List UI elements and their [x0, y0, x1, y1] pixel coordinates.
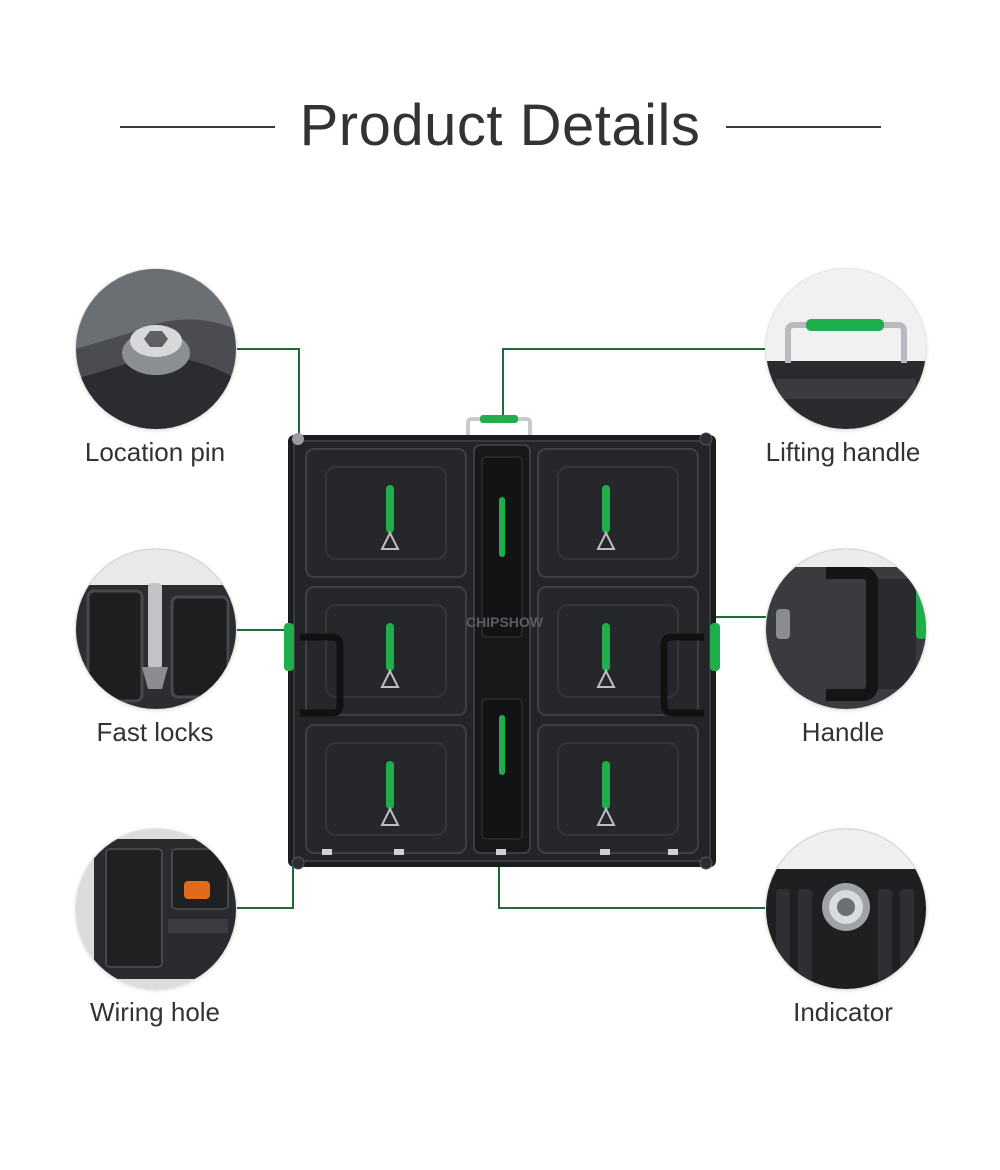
feature-label-lifting-handle: Lifting handle	[765, 437, 921, 467]
side-handle-icon	[766, 549, 926, 709]
detail-indicator	[765, 828, 927, 990]
indicator-icon	[766, 829, 926, 989]
location-pin-icon	[76, 269, 236, 429]
title-divider-right	[726, 126, 881, 128]
led-cabinet-back: CHIPSHOW	[284, 415, 720, 870]
wiring-hole-icon	[76, 829, 236, 989]
section-header: Product Details	[0, 90, 1000, 170]
feature-label-wiring-hole: Wiring hole	[89, 997, 221, 1027]
feature-label-handle: Handle	[801, 717, 885, 747]
detail-wiring-hole	[75, 828, 237, 990]
brand-watermark: CHIPSHOW	[466, 614, 544, 630]
page-title: Product Details	[299, 93, 701, 158]
feature-label-indicator: Indicator	[793, 997, 893, 1027]
fast-lock-icon	[76, 549, 236, 709]
feature-label-location-pin: Location pin	[84, 437, 226, 467]
detail-handle	[765, 548, 927, 710]
lifting-handle-icon	[766, 269, 926, 429]
detail-lifting-handle	[765, 268, 927, 430]
title-divider-left	[120, 126, 275, 128]
feature-label-fast-locks: Fast locks	[96, 717, 214, 747]
detail-location-pin	[75, 268, 237, 430]
detail-fast-locks	[75, 548, 237, 710]
